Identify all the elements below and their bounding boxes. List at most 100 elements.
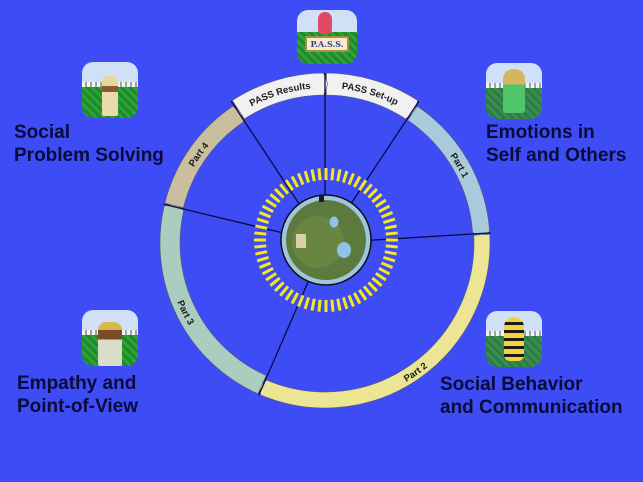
spoke-line <box>258 270 314 396</box>
island-forest <box>292 216 344 268</box>
social-behavior-label[interactable]: Social Behavior and Communication <box>440 374 623 418</box>
empathy-label[interactable]: Empathy and Point-of-View <box>17 373 139 417</box>
hub-dash <box>375 198 387 208</box>
hub-dash <box>385 244 398 249</box>
park-ranger-character-icon <box>98 322 122 366</box>
hub-dash <box>352 175 362 188</box>
hub-dash <box>382 217 396 225</box>
hub-dash <box>362 183 373 195</box>
social-behavior-module-icon[interactable] <box>486 311 542 367</box>
hub-dash <box>330 168 335 181</box>
hub-dash <box>255 250 268 256</box>
hub-dash <box>261 266 274 276</box>
hub-dash <box>341 296 349 310</box>
hub-dash <box>284 179 294 191</box>
ring-segment-shape[interactable] <box>407 105 490 237</box>
social-problem-solving-label[interactable]: Social Problem Solving <box>14 122 164 166</box>
hub-dash <box>362 285 373 297</box>
hub-dash <box>375 272 387 282</box>
hub-dash <box>303 170 311 184</box>
hub-dash <box>274 188 285 199</box>
spoke-line <box>354 232 491 242</box>
social-problem-solving-icon[interactable] <box>82 62 138 118</box>
hub-dash <box>290 175 300 188</box>
hub-dash <box>380 261 394 269</box>
hub-dash <box>274 281 285 292</box>
hub-dash <box>317 168 322 181</box>
hub-dash <box>284 289 294 301</box>
hub-dash <box>317 299 322 312</box>
hub-dash <box>336 298 342 311</box>
hub-dash <box>385 231 398 236</box>
island-clearing <box>296 234 306 248</box>
hub-dash <box>382 255 396 263</box>
pass-sign: P.A.S.S. <box>305 36 349 52</box>
hub-dash <box>358 179 368 191</box>
emotions-label[interactable]: Emotions in Self and Others <box>486 122 627 166</box>
pass-module-icon[interactable]: P.A.S.S. <box>297 10 357 64</box>
ring-segment-shape[interactable] <box>259 234 491 409</box>
island-lake <box>329 216 339 228</box>
ring-segment-part-4[interactable]: Part 4 <box>164 105 244 209</box>
hub-dash <box>254 244 267 249</box>
ring-segment-shape[interactable] <box>164 105 244 209</box>
hub-dash <box>258 261 272 269</box>
hub-dash <box>310 169 316 182</box>
hub-dash <box>371 193 383 204</box>
hub-dash <box>255 224 268 230</box>
hub-dash <box>269 193 281 204</box>
hub-dash <box>269 276 281 287</box>
hub-dash <box>279 285 290 297</box>
hub-dash <box>347 294 355 308</box>
island-lake <box>337 242 351 258</box>
hub-dash-ring <box>254 168 398 312</box>
empathy-module-icon[interactable] <box>82 310 138 366</box>
explorer-character-icon <box>102 76 118 116</box>
hub-dash <box>384 250 397 256</box>
ring-segment-part-1[interactable]: Part 1 <box>407 105 490 237</box>
pass-sign-text: P.A.S.S. <box>310 39 344 49</box>
hub-dash <box>367 281 378 292</box>
hub-dash <box>265 272 277 282</box>
bee-character-icon <box>504 317 524 361</box>
ring-segment-pass-set-up[interactable]: PASS Set-up <box>325 72 418 120</box>
ring-segment-part-3[interactable]: Part 3 <box>159 203 267 395</box>
hub-dash <box>258 211 272 219</box>
hub-dash <box>341 170 349 184</box>
hub-dash <box>371 276 383 287</box>
hub-dash <box>358 289 368 301</box>
hub-dash <box>261 204 274 214</box>
spoke-line <box>163 203 296 237</box>
ring-segment-shape[interactable] <box>325 72 418 120</box>
hub-dash <box>256 217 270 225</box>
island-map-icon[interactable] <box>280 194 372 286</box>
hub-dash <box>347 172 355 186</box>
ring-segment-pass-results[interactable]: PASS Results <box>231 72 329 120</box>
spoke-line <box>230 100 309 219</box>
hub-dash <box>380 211 394 219</box>
hub-dash <box>297 172 305 186</box>
camp-counselor-character-icon <box>503 69 525 113</box>
hub-dash <box>336 169 342 182</box>
hub-dash <box>303 296 311 310</box>
hub-dash <box>290 292 300 305</box>
hub-dash <box>352 292 362 305</box>
spoke-line <box>341 100 420 219</box>
hub-dash <box>378 204 391 214</box>
hub-dash <box>378 266 391 276</box>
emotions-module-icon[interactable] <box>486 63 542 119</box>
hub-dash <box>310 298 316 311</box>
ring-segment-shape[interactable] <box>159 203 267 395</box>
hub-dash <box>254 231 267 236</box>
hub-dash <box>367 188 378 199</box>
island-flag <box>319 195 324 202</box>
hub-dash <box>265 198 277 208</box>
hub-dash <box>297 294 305 308</box>
hub-dash <box>279 183 290 195</box>
ring-segment-shape[interactable] <box>231 72 329 120</box>
hub-dash <box>384 224 397 230</box>
hub-dash <box>330 299 335 312</box>
parrot-icon <box>317 12 332 34</box>
